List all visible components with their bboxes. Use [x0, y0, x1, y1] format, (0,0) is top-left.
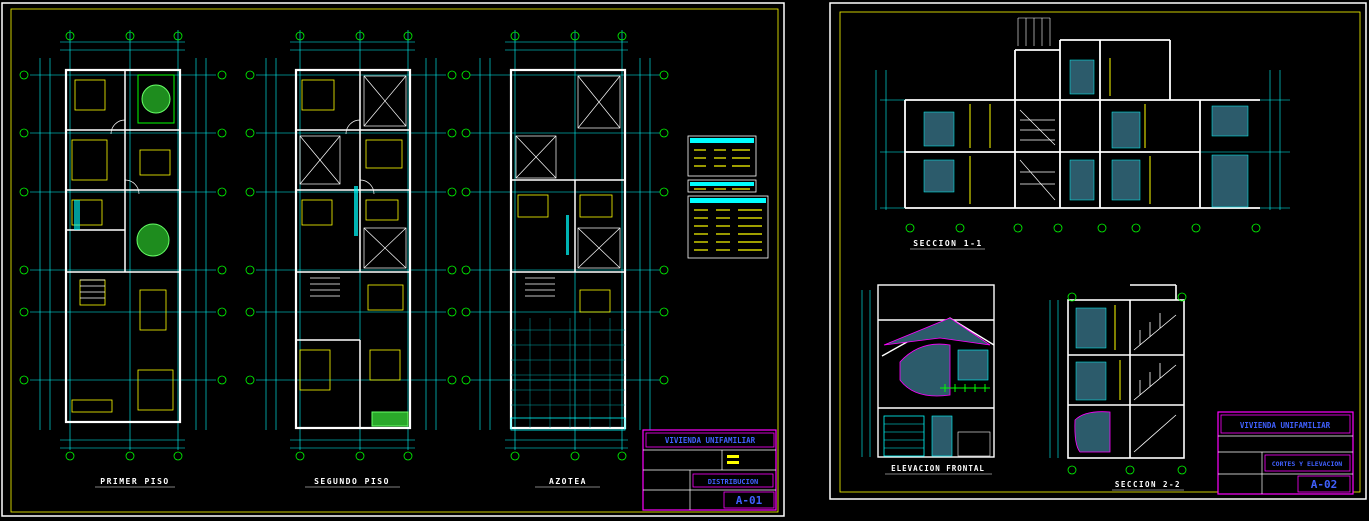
title-block-a02-subject: CORTES Y ELEVACION: [1272, 460, 1343, 468]
sheet-a02-frame: [829, 2, 1367, 500]
title-block-a02-sheet-number: A-02: [1311, 478, 1338, 491]
section-2-2: SECCION 2-2: [1049, 284, 1187, 491]
section-2-2-title: SECCION 2-2: [1115, 480, 1181, 489]
plan-azotea: AZOTEA: [470, 30, 660, 488]
title-block-a02: VIVIENDA UNIFAMILIAR CORTES Y ELEVACION …: [1217, 411, 1354, 495]
title-block-a01-subject: DISTRIBUCION: [708, 478, 759, 486]
axis-bubbles-sheet1: [19, 31, 669, 461]
title-block-a02-project: VIVIENDA UNIFAMILIAR: [1240, 421, 1331, 430]
plan-primer-piso: PRIMER PISO: [30, 30, 216, 488]
title-block-a01-project: VIVIENDA UNIFAMILIAR: [665, 436, 756, 445]
sheet-a01-frame: [1, 2, 785, 517]
area-tables: [687, 135, 769, 259]
plan-azotea-title: AZOTEA: [549, 477, 587, 486]
plan-primer-piso-title: PRIMER PISO: [100, 477, 169, 486]
plan-segundo-piso: SEGUNDO PISO: [256, 30, 446, 488]
sheet-a01: PRIMER PISO: [1, 2, 785, 517]
section-1-1: SECCION 1-1: [875, 17, 1290, 250]
front-elevation: ELEVACION FRONTAL: [861, 284, 995, 475]
section-1-1-title: SECCION 1-1: [913, 239, 982, 248]
title-block-a01: VIVIENDA UNIFAMILIAR DISTRIBUCION A-01: [642, 429, 777, 511]
title-block-a01-sheet-number: A-01: [736, 494, 763, 507]
sheet-a02: SECCION 1-1 ELEVACION: [829, 2, 1367, 500]
front-elevation-title: ELEVACION FRONTAL: [891, 464, 985, 473]
plan-segundo-piso-title: SEGUNDO PISO: [314, 477, 390, 486]
